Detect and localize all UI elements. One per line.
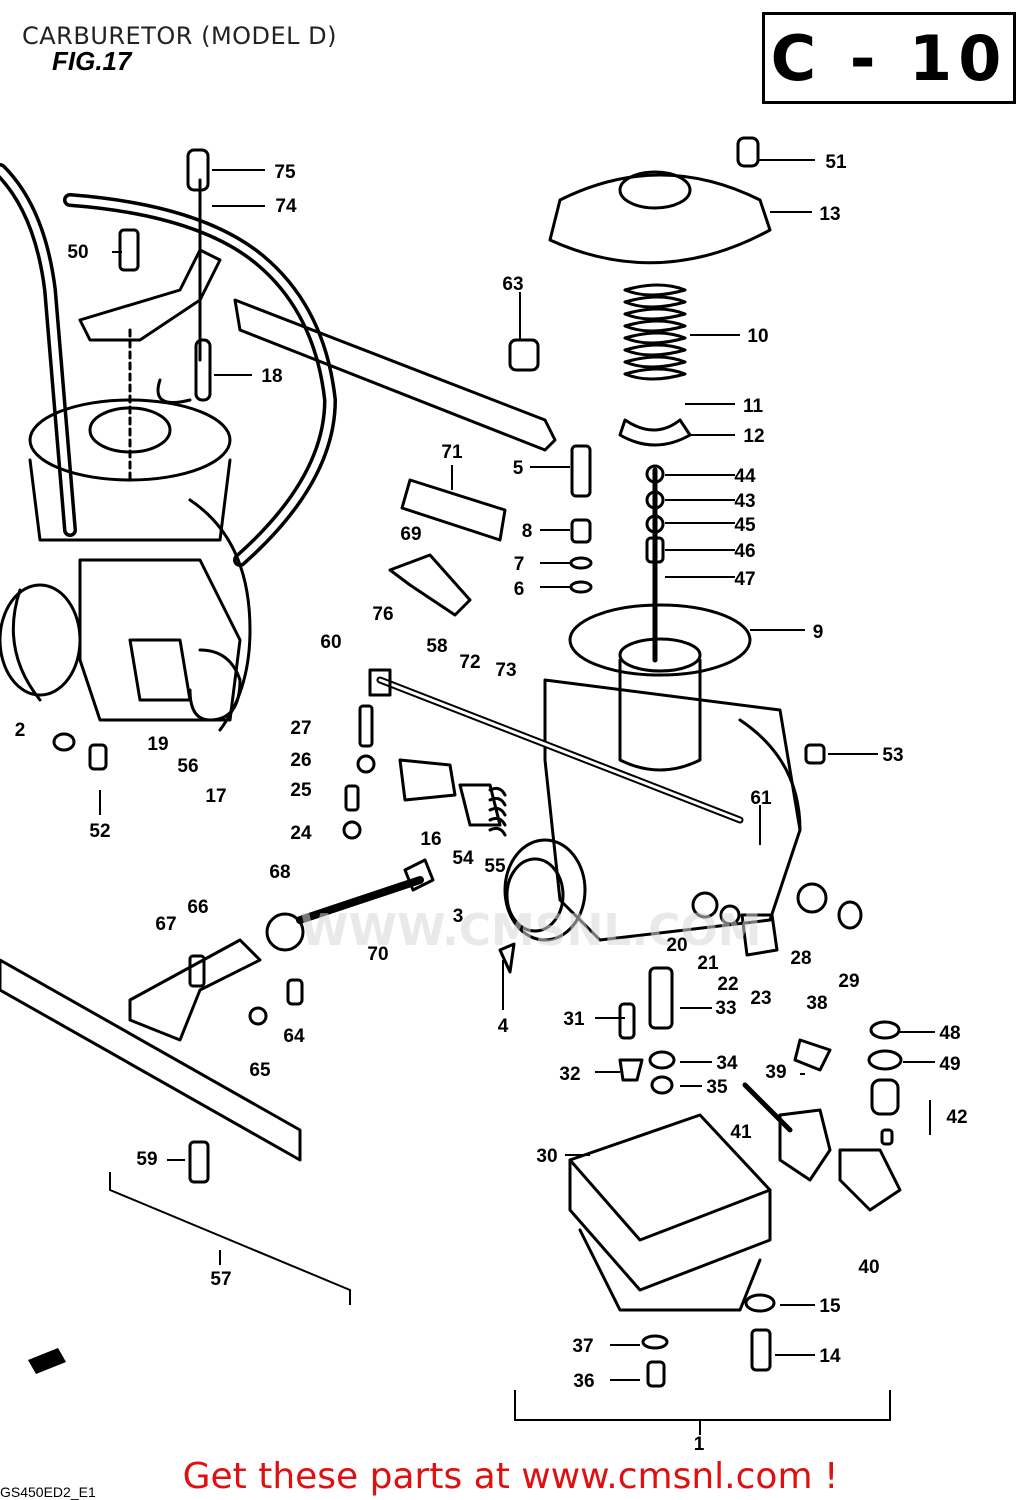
part-callout-27: 27 (290, 718, 311, 739)
part-callout-12: 12 (743, 426, 764, 447)
part-callout-40: 40 (858, 1257, 879, 1278)
part-callout-73: 73 (495, 660, 516, 681)
part-callout-75: 75 (274, 162, 296, 183)
part-callout-58: 58 (426, 636, 447, 657)
part-callout-16: 16 (420, 829, 441, 850)
part-callout-53: 53 (882, 745, 903, 766)
part-callout-61: 61 (750, 788, 772, 809)
part-callout-63: 63 (502, 274, 523, 295)
part-callout-38: 38 (806, 993, 827, 1014)
part-callout-46: 46 (734, 541, 755, 562)
part-callout-55: 55 (484, 856, 506, 877)
part-callout-24: 24 (290, 823, 312, 844)
part-callout-47: 47 (734, 569, 755, 590)
part-callout-7: 7 (514, 554, 525, 575)
part-callout-37: 37 (572, 1336, 593, 1357)
page-code-box: C - 10 (762, 12, 1016, 104)
part-callout-4: 4 (498, 1016, 509, 1037)
part-callout-48: 48 (939, 1023, 960, 1044)
part-callout-41: 41 (730, 1122, 752, 1143)
part-callout-9: 9 (813, 622, 824, 643)
part-callout-54: 54 (452, 848, 474, 869)
part-callout-36: 36 (573, 1371, 594, 1392)
part-callout-1: 1 (694, 1434, 705, 1455)
part-callout-66: 66 (187, 897, 208, 918)
part-callout-35: 35 (706, 1077, 728, 1098)
part-callout-52: 52 (89, 821, 110, 842)
part-callout-20: 20 (666, 935, 687, 956)
drawing-code: GS450ED2_E1 (0, 1484, 96, 1500)
page-code: C - 10 (770, 21, 1008, 95)
get-parts-link[interactable]: Get these parts at www.cmsnl.com ! (182, 1456, 839, 1497)
part-callout-42: 42 (946, 1107, 967, 1128)
part-callout-59: 59 (136, 1149, 157, 1170)
part-callout-71: 71 (441, 442, 463, 463)
part-callout-19: 19 (147, 734, 168, 755)
part-callout-15: 15 (819, 1296, 841, 1317)
part-callout-11: 11 (743, 396, 764, 417)
part-callout-5: 5 (513, 458, 524, 479)
part-callout-33: 33 (715, 998, 736, 1019)
part-callout-76: 76 (372, 604, 393, 625)
part-callout-32: 32 (559, 1064, 580, 1085)
part-callout-21: 21 (697, 953, 719, 974)
part-callout-6: 6 (514, 579, 525, 600)
watermark: WWW.CMSNL.COM (300, 905, 762, 956)
part-callout-60: 60 (320, 632, 341, 653)
part-callout-2: 2 (15, 720, 26, 741)
part-callout-67: 67 (155, 914, 176, 935)
part-callout-39: 39 (765, 1062, 786, 1083)
part-callout-72: 72 (459, 652, 480, 673)
part-callout-26: 26 (290, 750, 311, 771)
part-callout-70: 70 (367, 944, 388, 965)
part-callout-64: 64 (283, 1026, 305, 1047)
part-callout-43: 43 (734, 491, 755, 512)
part-callout-49: 49 (939, 1054, 960, 1075)
part-callout-57: 57 (210, 1269, 231, 1290)
part-callout-8: 8 (522, 521, 533, 542)
forward-arrow-icon (28, 1348, 66, 1374)
part-callout-31: 31 (563, 1009, 585, 1030)
part-callout-45: 45 (734, 515, 756, 536)
part-callout-18: 18 (261, 366, 282, 387)
part-callout-68: 68 (269, 862, 290, 883)
part-callout-17: 17 (205, 786, 226, 807)
part-callout-3: 3 (453, 906, 464, 927)
part-callout-51: 51 (825, 152, 847, 173)
part-callout-23: 23 (750, 988, 771, 1009)
part-callout-30: 30 (536, 1146, 557, 1167)
part-callout-22: 22 (717, 974, 738, 995)
part-callout-56: 56 (177, 756, 198, 777)
figure-number: FIG.17 (52, 46, 132, 76)
part-callout-13: 13 (819, 204, 840, 225)
part-callout-14: 14 (819, 1346, 841, 1367)
part-callout-29: 29 (838, 971, 859, 992)
part-callout-10: 10 (747, 326, 768, 347)
part-callout-50: 50 (67, 242, 88, 263)
part-callout-65: 65 (249, 1060, 271, 1081)
part-callout-25: 25 (290, 780, 312, 801)
page-title: CARBURETOR (MODEL D) (22, 22, 338, 50)
part-callout-44: 44 (734, 466, 756, 487)
callout-group: 7574501863511310111244434546479587671697… (15, 152, 968, 1455)
part-callout-74: 74 (275, 196, 297, 217)
part-callout-28: 28 (790, 948, 811, 969)
part-callout-34: 34 (716, 1053, 738, 1074)
part-callout-69: 69 (400, 524, 421, 545)
